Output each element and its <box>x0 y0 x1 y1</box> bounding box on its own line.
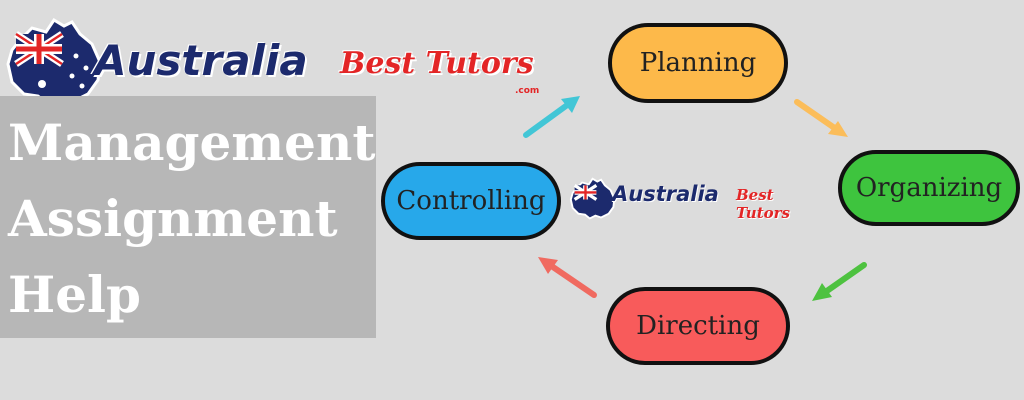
node-organizing: Organizing <box>838 150 1020 226</box>
arrow-organizing-to-directing <box>812 262 867 301</box>
australia-map-icon <box>6 17 102 114</box>
title-line-1: Management <box>8 113 376 172</box>
node-controlling-label: Controlling <box>396 186 546 216</box>
brand-name-australia: Australia <box>94 36 308 85</box>
center-brand-logo: Australia Best Tutors <box>568 172 830 228</box>
arrow-controlling-to-planning <box>523 96 580 138</box>
title-line-3: Help <box>8 265 142 324</box>
title-panel: Management Assignment Help <box>0 96 376 338</box>
node-directing-label: Directing <box>636 311 760 341</box>
brand-suffix: .com <box>515 86 540 96</box>
brand-logo: Australia Best Tutors .com <box>2 10 562 120</box>
union-jack-icon <box>14 31 64 67</box>
center-brand-australia: Australia <box>612 182 719 206</box>
arrow-planning-to-organizing <box>794 99 848 137</box>
australia-map-small-icon <box>569 177 616 220</box>
node-planning-label: Planning <box>639 48 757 78</box>
node-directing: Directing <box>606 287 790 365</box>
center-brand-best-tutors: Best Tutors <box>736 186 790 222</box>
node-planning: Planning <box>608 23 788 103</box>
node-organizing-label: Organizing <box>855 173 1003 203</box>
title-line-2: Assignment <box>8 189 338 248</box>
brand-name-best-tutors: Best Tutors <box>340 46 534 81</box>
node-controlling: Controlling <box>381 162 561 240</box>
arrow-directing-to-controlling <box>538 257 597 298</box>
